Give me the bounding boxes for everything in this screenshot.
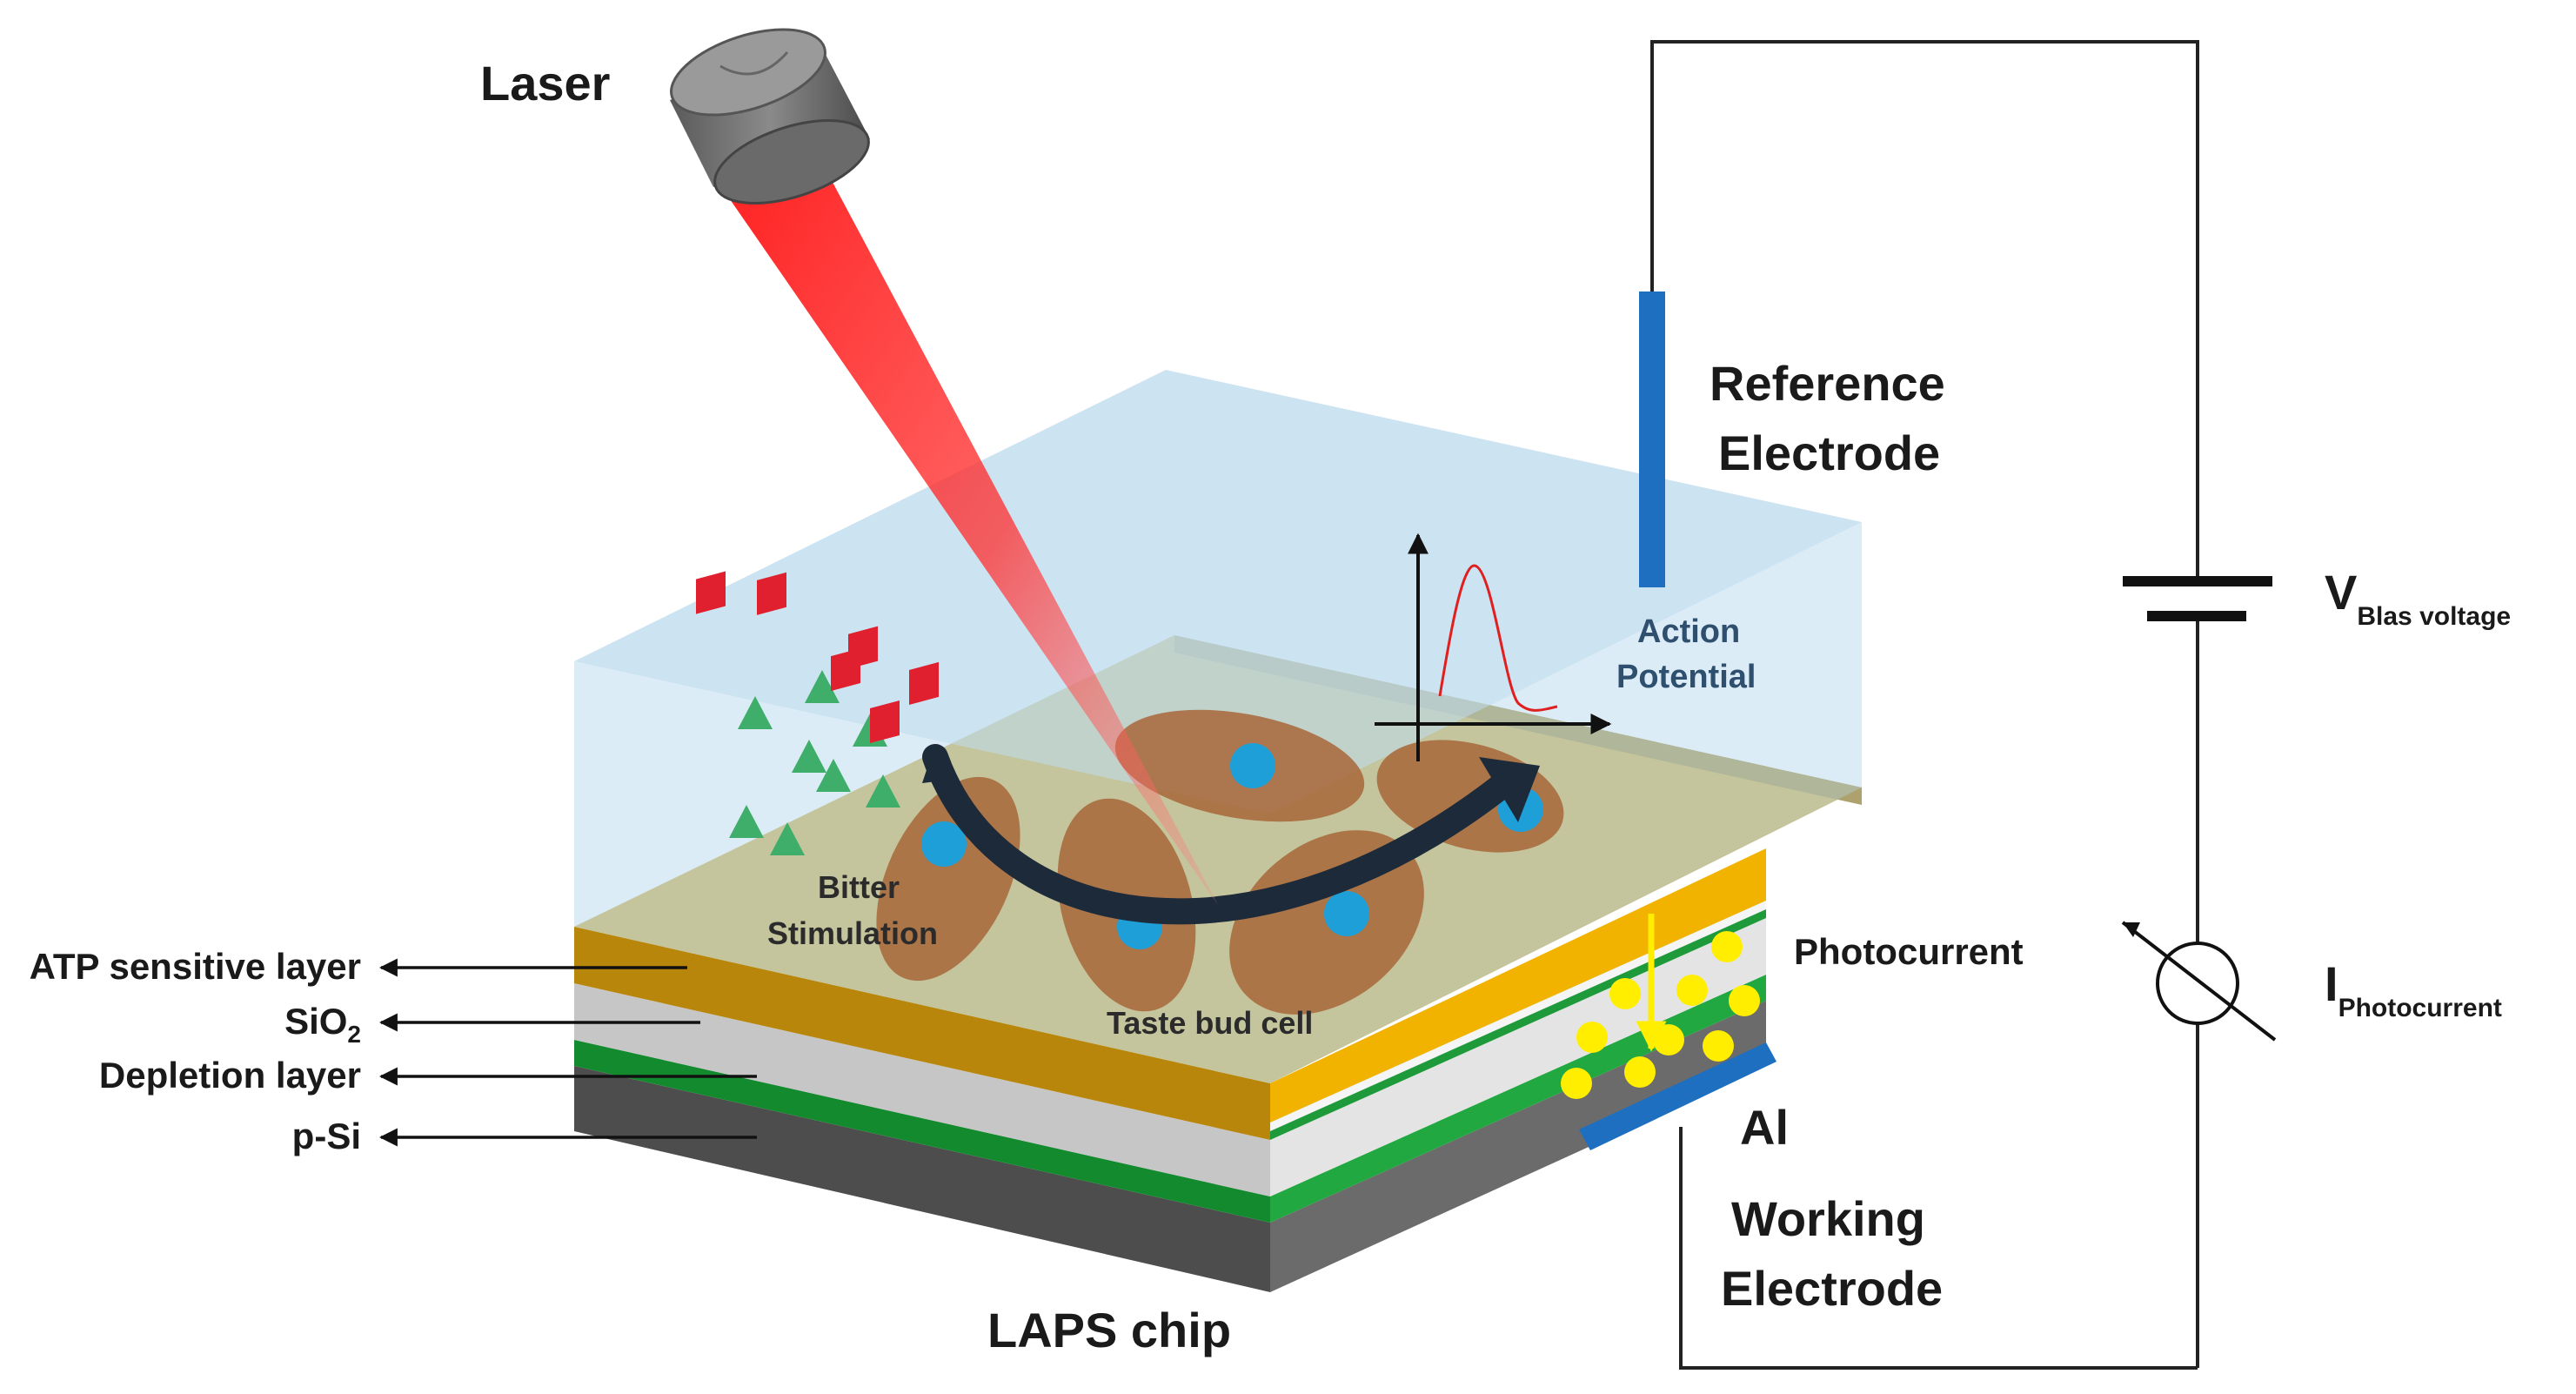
- solution-right: [1270, 522, 1862, 1083]
- layer-label-sio2-sub: 2: [347, 1021, 361, 1048]
- wire-bottom: [1679, 1127, 2198, 1370]
- bitter-square: [696, 571, 726, 614]
- electron: [1561, 1068, 1592, 1099]
- working-electrode-label-2: Electrode: [1721, 1261, 1943, 1316]
- electrons: [1561, 931, 1760, 1099]
- bitter-triangle: [738, 696, 773, 729]
- action-potential-graph: [1375, 533, 1612, 761]
- p-si-front: [574, 1066, 1270, 1292]
- working-electrode-al: [1579, 1042, 1776, 1150]
- layer-label-depletion: Depletion layer: [99, 1055, 361, 1096]
- electron: [1703, 1030, 1734, 1062]
- layer-label-atp: ATP sensitive layer: [30, 946, 361, 987]
- electron: [1711, 931, 1743, 962]
- laser-beam: [706, 135, 1218, 905]
- bias-voltage-sub: Blas voltage: [2357, 602, 2511, 631]
- bitter-stimulation-label-2: Stimulation: [767, 915, 938, 951]
- bitter-square: [757, 572, 786, 615]
- photocurrent-label: Photocurrent: [1794, 931, 2024, 972]
- bitter-square: [909, 661, 939, 705]
- electron: [1576, 1022, 1608, 1053]
- signal-arrowhead: [1479, 757, 1540, 822]
- ammeter-symbol: [2121, 921, 2277, 1042]
- sio2-right: [1270, 918, 1766, 1196]
- signal-arrow: [922, 744, 1518, 925]
- ap-waveform: [1438, 564, 1558, 712]
- bitter-triangle: [866, 774, 900, 808]
- electron: [1609, 978, 1641, 1009]
- atp-right: [1270, 848, 1766, 1123]
- bias-voltage-main: V: [2325, 565, 2357, 620]
- laps-chip-label: LAPS chip: [987, 1303, 1231, 1357]
- reference-electrode-label-2: Electrode: [1718, 426, 1940, 480]
- layer-label-sio2-main: SiO: [284, 1001, 347, 1042]
- reference-electrode: [1639, 292, 1665, 587]
- sio2-layer-stack: [574, 918, 1766, 1196]
- circuit: [1650, 40, 2199, 1370]
- laser-label: Laser: [480, 56, 610, 111]
- bitter-stimulation-label-1: Bitter: [818, 869, 900, 905]
- bitter-triangle: [792, 740, 826, 773]
- layer-pointers: [378, 958, 757, 1147]
- bitter-molecules: [696, 571, 939, 855]
- taste-bud-cell-label: Taste bud cell: [1107, 1005, 1313, 1041]
- electron: [1653, 1024, 1684, 1056]
- nucleus-1: [921, 821, 967, 867]
- electron: [1624, 1056, 1656, 1088]
- action-potential-label-2: Potential: [1616, 659, 1756, 695]
- sio2-front: [574, 983, 1270, 1196]
- layer-label-psi: p-Si: [292, 1116, 361, 1156]
- reference-electrode-label-1: Reference: [1710, 356, 1945, 411]
- action-potential-label-1: Action: [1637, 613, 1740, 650]
- bitter-triangle: [729, 805, 764, 838]
- nucleus-4: [1324, 891, 1369, 936]
- battery-symbol: [2123, 576, 2272, 621]
- photocurrent-meter-label: IPhotocurrent: [2325, 956, 2502, 1022]
- atp-front: [574, 927, 1270, 1140]
- photocurrent-meter-main: I: [2325, 956, 2338, 1011]
- layer-label-sio2: SiO2: [284, 1001, 361, 1048]
- al-label: Al: [1740, 1100, 1789, 1155]
- atp-right-white: [1270, 901, 1766, 1131]
- electron: [1729, 985, 1760, 1016]
- depletion-front: [574, 1040, 1270, 1223]
- bitter-triangle: [770, 822, 805, 855]
- photocurrent-meter-sub: Photocurrent: [2338, 994, 2502, 1022]
- bias-voltage-label: VBlas voltage: [2325, 565, 2511, 631]
- bitter-triangle: [805, 670, 840, 703]
- bitter-square: [870, 700, 900, 744]
- signal-arrow-tail: [922, 757, 957, 783]
- bitter-triangle: [816, 759, 851, 792]
- laser-head: [670, 28, 870, 204]
- working-electrode-label-1: Working: [1731, 1191, 1925, 1246]
- wire-top: [1650, 40, 2199, 581]
- bitter-square: [831, 647, 860, 692]
- nucleus-3: [1230, 743, 1275, 788]
- electron: [1676, 975, 1708, 1006]
